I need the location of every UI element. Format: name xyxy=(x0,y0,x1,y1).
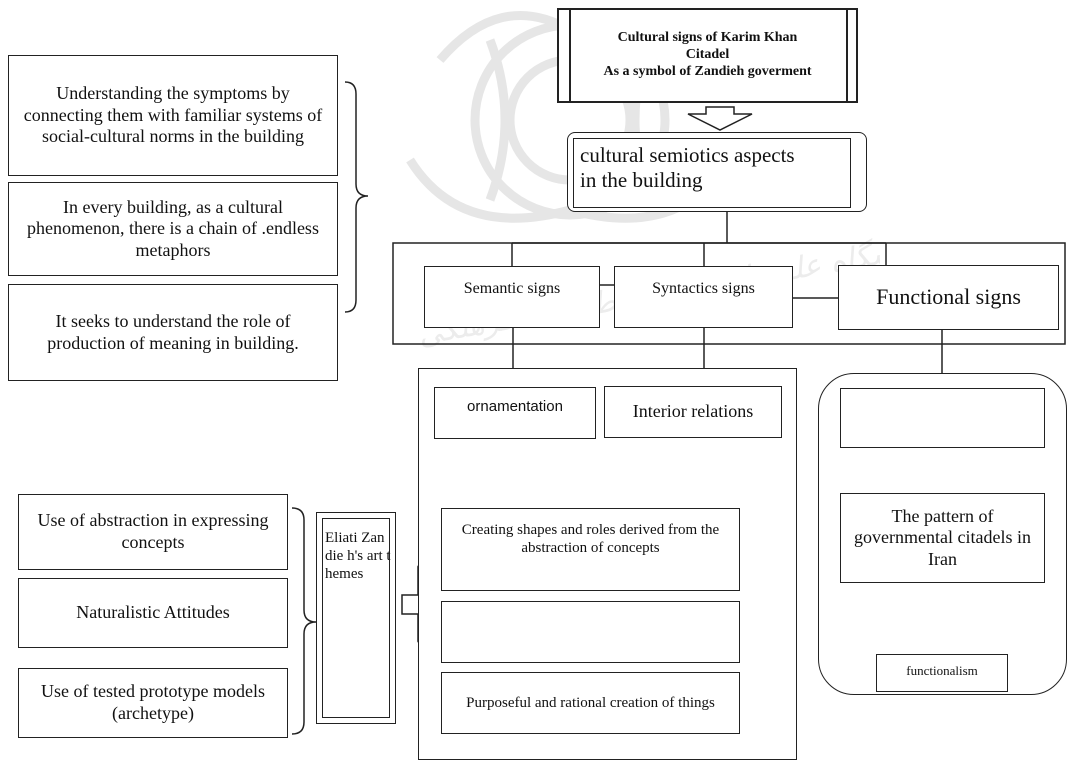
creating-shapes-box: Creating shapes and roles derived from t… xyxy=(441,508,740,591)
prototype-models-box: Use of tested prototype models (archetyp… xyxy=(18,668,288,738)
eliati-themes-box: Eliati Zandie h's art themes xyxy=(316,512,396,724)
purposeful-creation-box: Purposeful and rational creation of thin… xyxy=(441,672,740,734)
cultural-phenomenon-box: In every building, as a cultural phenome… xyxy=(8,182,338,276)
naturalistic-attitudes-box: Naturalistic Attitudes xyxy=(18,578,288,648)
syntactics-signs-box: Syntactics signs xyxy=(614,266,793,328)
title-line-2: Citadel xyxy=(685,47,730,63)
ornamentation-box: ornamentation xyxy=(434,387,596,439)
title-inner-rule-right xyxy=(846,8,848,103)
functional-signs-box: Functional signs xyxy=(838,265,1059,330)
production-of-meaning-box: It seeks to understand the role of produ… xyxy=(8,284,338,381)
governmental-citadels-box: The pattern of governmental citadels in … xyxy=(840,493,1045,583)
understanding-symptoms-box: Understanding the symptoms by connecting… xyxy=(8,55,338,176)
empty-middle-box xyxy=(441,601,740,663)
title-line-3: As a symbol of Zandieh goverment xyxy=(603,63,812,79)
title-line-1: Cultural signs of Karim Khan xyxy=(617,30,798,46)
interior-relations-box: Interior relations xyxy=(604,386,782,438)
aspects-line-2: in the building xyxy=(580,168,703,193)
title-box: Cultural signs of Karim Khan Citadel As … xyxy=(557,8,858,103)
aspects-line-1: cultural semiotics aspects xyxy=(580,143,795,167)
title-inner-rule xyxy=(569,8,571,103)
abstraction-concepts-box: Use of abstraction in expressing concept… xyxy=(18,494,288,570)
empty-functional-box xyxy=(840,388,1045,448)
semantic-signs-box: Semantic signs xyxy=(424,266,600,328)
functionalism-box: functionalism xyxy=(876,654,1008,692)
cultural-semiotics-aspects-box: cultural semiotics aspects in the buildi… xyxy=(573,138,851,208)
